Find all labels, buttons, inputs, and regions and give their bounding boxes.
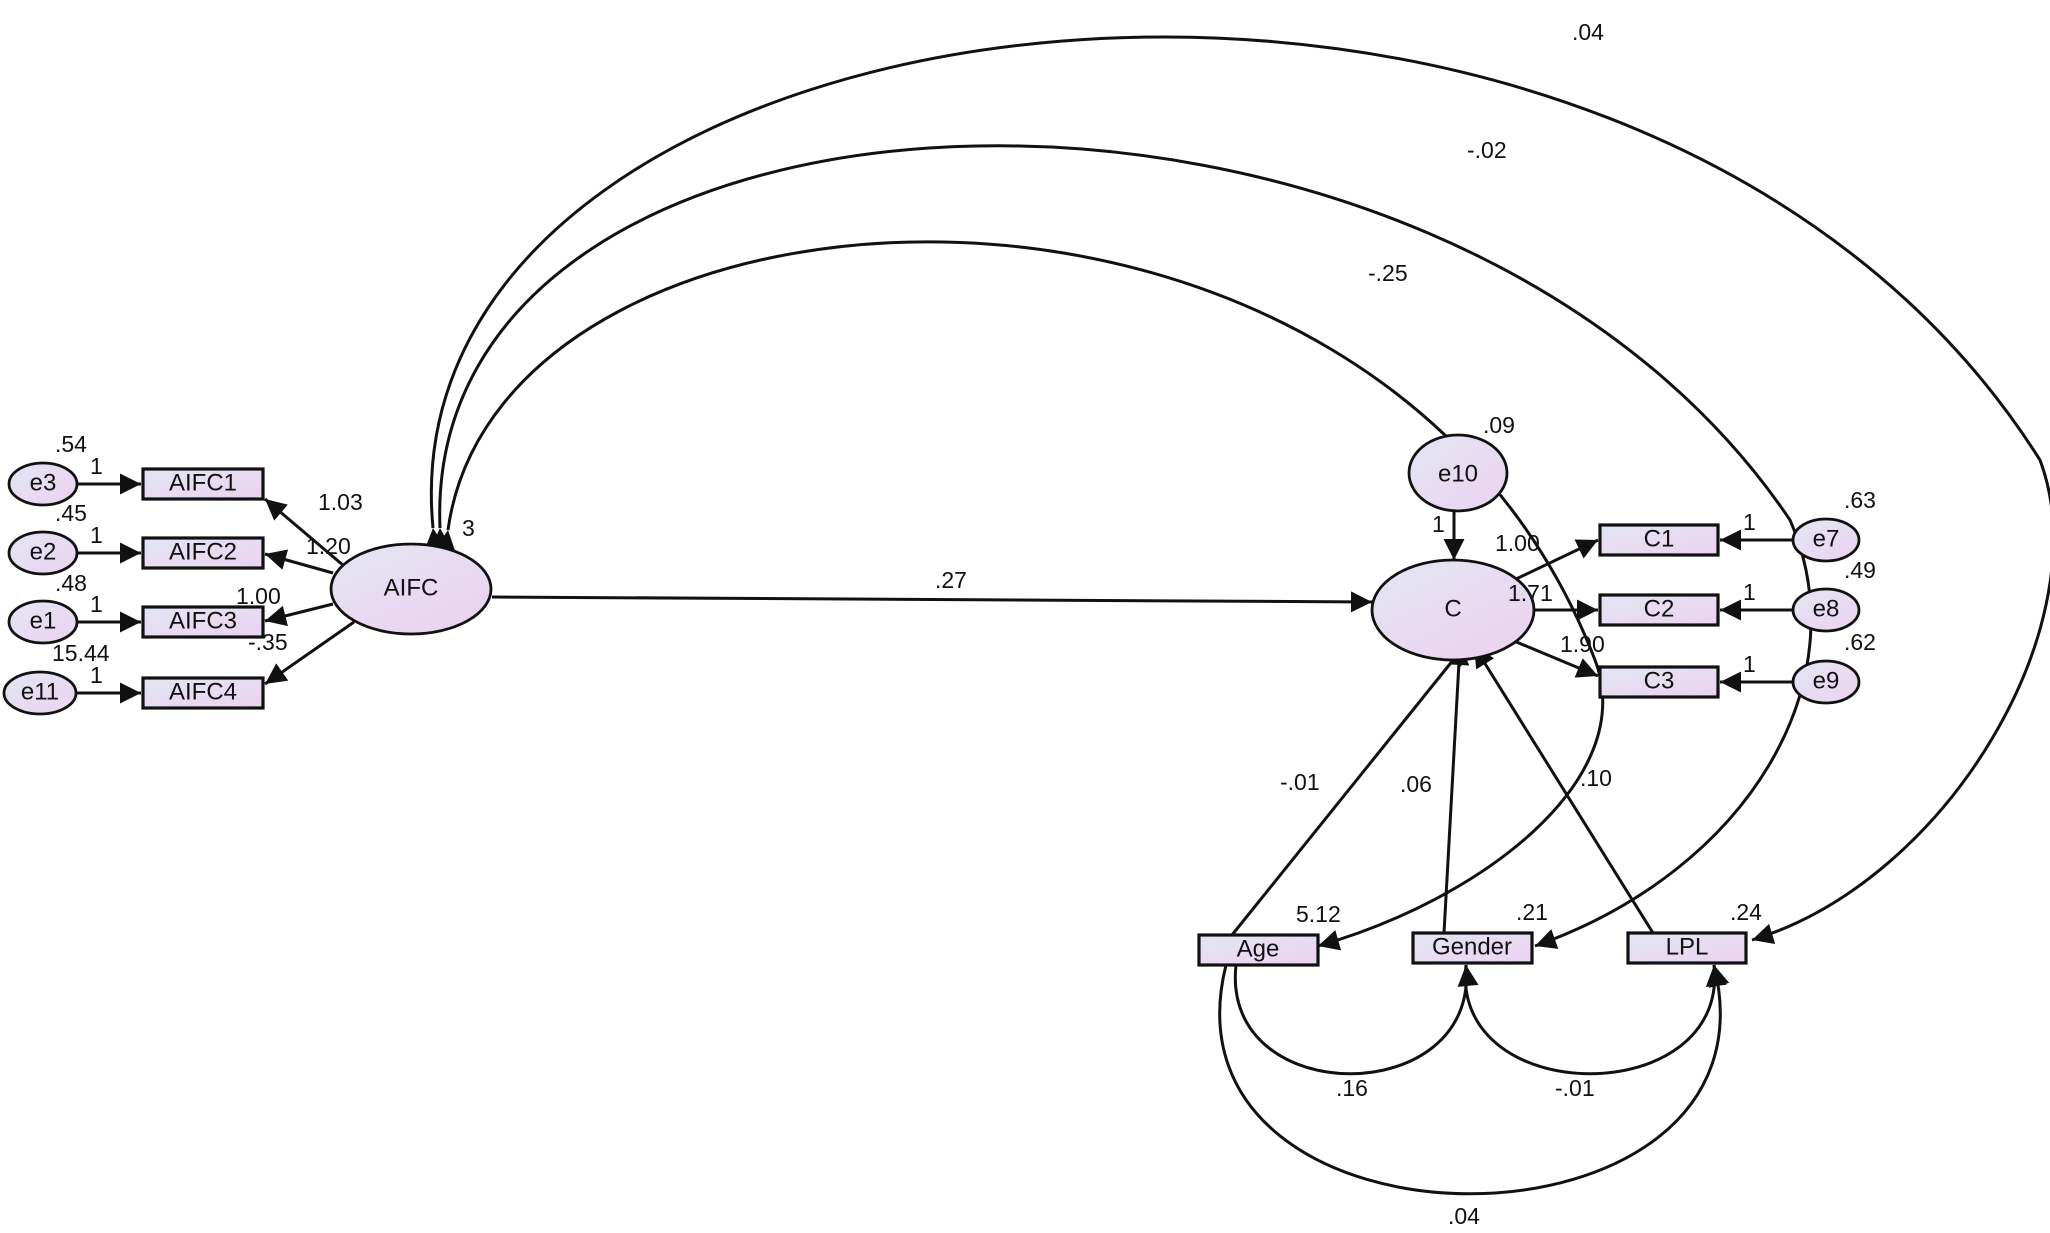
weight-e3: 1: [90, 453, 103, 479]
node-c3-label: C3: [1644, 667, 1675, 694]
node-e9-label: e9: [1813, 667, 1840, 694]
loading-aifc2: 1.20: [306, 533, 351, 559]
edge-aifc-aifc1: [264, 497, 345, 568]
loading-aifc1: 1.03: [318, 489, 363, 515]
node-e2-label: e2: [30, 538, 57, 565]
weight-e9: 1: [1743, 651, 1756, 677]
nodes: e3 e2 e1 e11 AIFC1 AIFC2 AIFC3 AI: [2, 433, 1861, 967]
node-e3: e3: [7, 461, 79, 507]
cov-gender-lpl: [1457, 942, 1727, 1076]
cov-aifc-gender-label: -.02: [1467, 137, 1507, 163]
edge-aifc-c: [491, 591, 1373, 613]
edge-aifc-aifc4: [264, 620, 355, 686]
cov-age-lpl-label: .04: [1448, 1203, 1480, 1229]
loading-c3: 1.90: [1560, 631, 1605, 657]
cov-gender-lpl-label: -.01: [1555, 1075, 1595, 1101]
node-aifc1: AIFC1: [141, 467, 265, 501]
var-lpl: .24: [1730, 899, 1762, 925]
cov-age-lpl: [1218, 942, 1730, 1196]
var-gender: .21: [1516, 899, 1548, 925]
var-aifc: 3: [462, 515, 475, 541]
cov-aifc-gender: [430, 144, 1813, 949]
node-lpl-label: LPL: [1666, 933, 1709, 960]
loading-aifc4: -.35: [248, 629, 288, 655]
node-e2: e2: [7, 530, 79, 576]
node-c2: C2: [1598, 593, 1720, 627]
node-aifc4: AIFC4: [141, 676, 265, 710]
path-gender-c: .06: [1400, 771, 1432, 797]
node-age: Age: [1197, 933, 1320, 967]
node-aifc1-label: AIFC1: [169, 469, 237, 496]
var-age: 5.12: [1296, 901, 1341, 927]
node-e8: e8: [1791, 587, 1861, 633]
node-aifc: AIFC: [329, 542, 493, 636]
var-e2: .45: [55, 500, 87, 526]
node-e3-label: e3: [30, 469, 57, 496]
var-e11: 15.44: [52, 640, 110, 666]
loading-c1: 1.00: [1495, 530, 1540, 556]
cov-aifc-lpl: [424, 35, 2050, 944]
node-aifc2: AIFC2: [141, 536, 265, 570]
node-lpl: LPL: [1626, 931, 1748, 965]
weight-e10: 1: [1432, 511, 1445, 537]
node-c-label: C: [1444, 595, 1461, 622]
node-e7-label: e7: [1813, 525, 1840, 552]
loading-c2: 1.71: [1508, 580, 1553, 606]
node-e1-label: e1: [30, 607, 57, 634]
node-gender: Gender: [1411, 931, 1534, 965]
node-aifc-label: AIFC: [384, 574, 439, 601]
node-aifc4-label: AIFC4: [169, 678, 237, 705]
var-e7: .63: [1844, 487, 1876, 513]
cov-aifc-lpl-label: .04: [1572, 19, 1604, 45]
node-c: C: [1370, 558, 1536, 662]
weight-e7: 1: [1743, 509, 1756, 535]
var-e3: .54: [55, 431, 87, 457]
node-c3: C3: [1598, 665, 1720, 699]
weight-e1: 1: [90, 591, 103, 617]
var-e9: .62: [1844, 629, 1876, 655]
node-aifc3: AIFC3: [141, 605, 265, 639]
node-e10-label: e10: [1438, 460, 1478, 487]
cov-age-gender-label: .16: [1336, 1075, 1368, 1101]
cov-aifc-age-label: -.25: [1368, 260, 1408, 286]
weight-e2: 1: [90, 522, 103, 548]
node-e9: e9: [1791, 659, 1861, 705]
edge-aifc-aifc3: [264, 602, 334, 627]
node-e8-label: e8: [1813, 595, 1840, 622]
node-age-label: Age: [1237, 935, 1280, 962]
node-gender-label: Gender: [1432, 933, 1512, 960]
node-e11-label: e11: [21, 678, 59, 705]
node-c2-label: C2: [1644, 595, 1675, 622]
path-aifc-c: .27: [935, 567, 967, 593]
path-lpl-c: .10: [1580, 765, 1612, 791]
node-e7: e7: [1791, 517, 1861, 563]
loading-aifc3: 1.00: [236, 583, 281, 609]
path-age-c: -.01: [1280, 769, 1320, 795]
node-c1-label: C1: [1644, 525, 1675, 552]
var-e8: .49: [1844, 557, 1876, 583]
edge-aifc-aifc2: [264, 549, 334, 575]
node-c1: C1: [1598, 523, 1720, 557]
node-aifc2-label: AIFC2: [169, 538, 237, 565]
cov-age-gender: [1227, 942, 1479, 1076]
node-aifc3-label: AIFC3: [169, 607, 237, 634]
edges: [76, 35, 2050, 1196]
var-e1: .48: [55, 570, 87, 596]
var-e10: .09: [1483, 412, 1515, 438]
estimates: .54 .45 .48 15.44 1 1 1 1 1.03 1.20 1.00…: [52, 19, 1876, 1229]
node-e10: e10: [1407, 433, 1509, 513]
node-e1: e1: [7, 599, 79, 645]
node-e11: e11: [2, 670, 78, 716]
cov-aifc-age: [434, 240, 1605, 951]
weight-e8: 1: [1743, 579, 1756, 605]
weight-e11: 1: [90, 662, 103, 688]
